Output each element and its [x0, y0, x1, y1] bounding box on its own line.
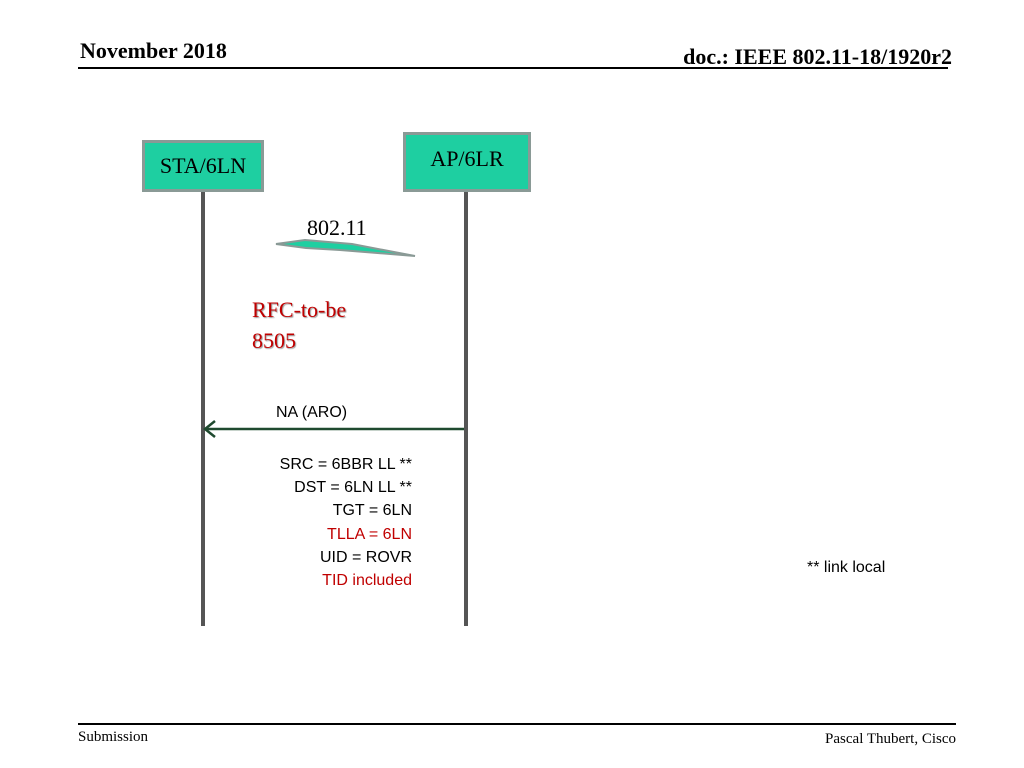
lifeline-ap	[464, 192, 468, 626]
message-field: TLLA = 6LN	[327, 525, 412, 543]
header-rule	[78, 67, 948, 69]
message-field: TID included	[322, 572, 412, 590]
link-label-802-11: 802.11	[307, 215, 367, 240]
rfc-label-line2: 8505	[252, 328, 296, 353]
message-arrow	[202, 420, 464, 438]
footer-submission: Submission	[78, 729, 149, 745]
message-field: DST = 6LN LL **	[294, 479, 412, 497]
footer-rule	[78, 723, 956, 725]
rfc-label-line1: RFC-to-be	[252, 297, 347, 322]
lifeline-sta	[201, 192, 205, 626]
node-ap-6lr: AP/6LR	[403, 132, 531, 192]
message-fields: SRC = 6BBR LL ** DST = 6LN LL ** TGT = 6LN…	[280, 453, 412, 592]
message-label: NA (ARO)	[276, 404, 348, 421]
node-sta-label: STA/6LN	[159, 153, 247, 178]
node-sta-6ln: STA/6LN	[142, 140, 264, 192]
message-field: UID = ROVR	[319, 548, 412, 566]
footnote-link-local: ** link local	[807, 559, 886, 576]
footer-author: Pascal Thubert, Cisco	[825, 731, 956, 747]
rfc-label: RFC-to-be 8505	[252, 294, 346, 356]
node-ap-label: AP/6LR	[430, 146, 504, 171]
message-field: SRC = 6BBR LL **	[279, 456, 412, 473]
message-field: TGT = 6LN	[332, 502, 412, 520]
header-date: November 2018	[80, 38, 227, 63]
wireless-link-icon	[275, 238, 416, 257]
header-doc-id: doc.: IEEE 802.11-18/1920r2	[683, 44, 952, 69]
